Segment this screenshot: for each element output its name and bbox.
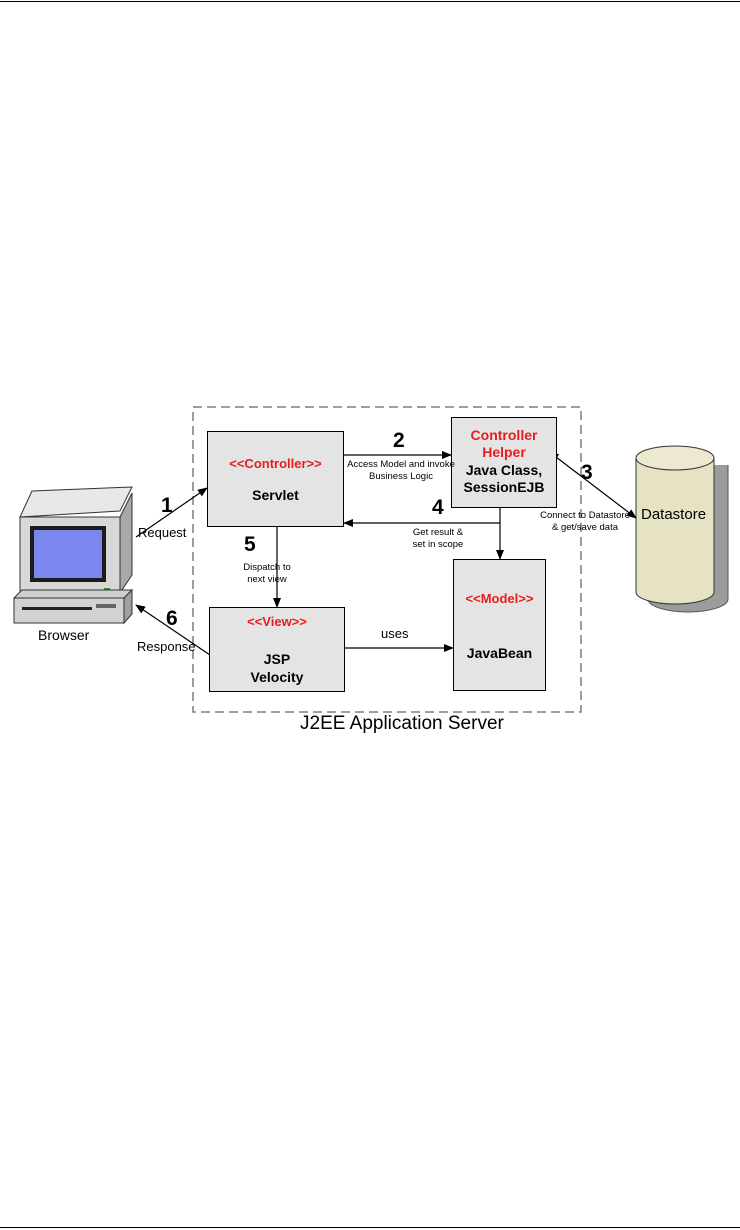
helper-line1: Controller — [470, 427, 538, 443]
step-6-number: 6 — [166, 607, 178, 630]
arrow-response — [135, 604, 211, 656]
step-4-label-line1: Get result & — [412, 527, 464, 538]
model-name: JavaBean — [466, 645, 533, 661]
browser-label: Browser — [38, 627, 90, 643]
datastore-cylinder-icon — [635, 445, 729, 613]
step-2-number: 2 — [393, 429, 405, 452]
step-6-label: Response — [137, 639, 196, 654]
step-5-label-line2: next view — [247, 574, 287, 585]
step-3-label-line1: Connect to Datastore — [540, 510, 630, 521]
datastore-label: Datastore — [641, 506, 707, 523]
step-3-label-line2: & get/save data — [551, 522, 619, 533]
controller-box: <<Controller>> Servlet — [207, 431, 344, 527]
step-2-label-line1: Access Model and invoke — [347, 459, 455, 470]
server-boundary — [192, 406, 582, 713]
view-stereotype: <<View>> — [247, 614, 307, 629]
step-4-label-line2: set in scope — [412, 539, 464, 550]
bottom-rule — [0, 1227, 740, 1228]
top-rule — [0, 1, 740, 2]
uses-label: uses — [381, 626, 409, 641]
model-box: <<Model>> JavaBean — [453, 559, 546, 691]
step-5-number: 5 — [244, 533, 256, 556]
helper-box: Controller Helper Java Class, SessionEJB — [451, 417, 557, 508]
server-label: J2EE Application Server — [300, 713, 504, 734]
step-2-label-line2: Business Logic — [369, 471, 433, 482]
step-3-number: 3 — [581, 461, 593, 484]
step-5-label-line1: Dispatch to — [243, 562, 291, 573]
step-1-number: 1 — [161, 494, 173, 517]
arrow-datastore — [548, 451, 637, 519]
helper-line4: SessionEJB — [463, 479, 545, 495]
step-1-label: Request — [138, 525, 187, 540]
step-4-number: 4 — [432, 496, 444, 519]
helper-line3: Java Class, — [465, 462, 543, 478]
model-stereotype: <<Model>> — [465, 591, 534, 606]
helper-line2: Helper — [482, 444, 526, 460]
arrow-request — [135, 487, 208, 538]
view-line1: JSP — [263, 651, 291, 667]
view-box: <<View>> JSP Velocity — [209, 607, 345, 692]
view-line2: Velocity — [250, 669, 304, 685]
computer-icon — [12, 486, 134, 625]
controller-stereotype: <<Controller>> — [229, 456, 322, 471]
controller-name: Servlet — [252, 487, 299, 503]
